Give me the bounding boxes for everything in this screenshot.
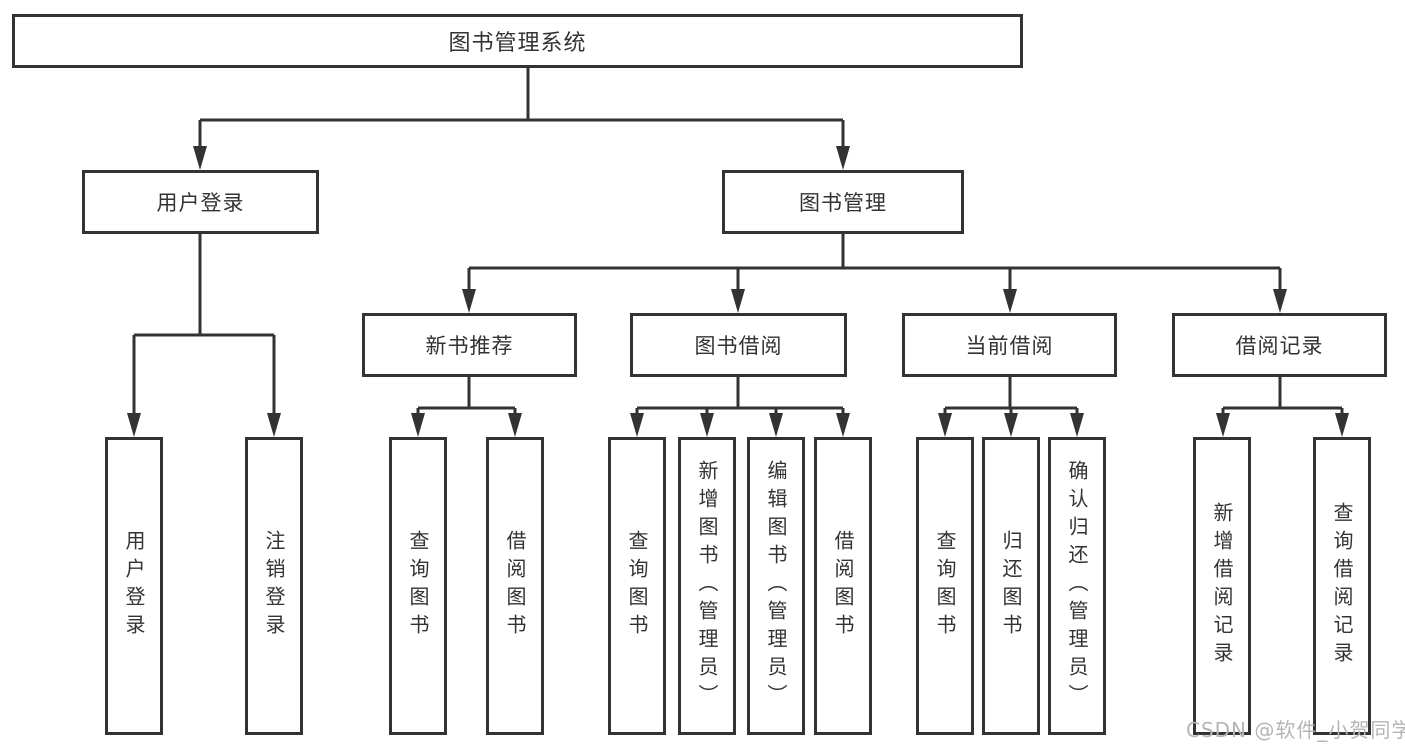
arrowhead-icon [411, 413, 425, 437]
arrowhead-icon [731, 289, 745, 313]
node-new-book-recommend: 新书推荐 [362, 313, 577, 377]
arrowhead-icon [836, 146, 850, 170]
node-label: 新增图书（管理员） [695, 460, 719, 712]
node-confirm-return-admin: 确认归还（管理员） [1048, 437, 1106, 735]
node-query-borrow-record: 查询借阅记录 [1313, 437, 1371, 735]
arrowhead-icon [1216, 413, 1230, 437]
arrowhead-icon [1004, 413, 1018, 437]
node-label: 查询图书 [625, 530, 649, 642]
node-label: 图书借阅 [694, 334, 783, 358]
arrowhead-icon [1273, 289, 1287, 313]
arrowhead-icon [193, 146, 207, 170]
node-label: 用户登录 [156, 191, 245, 215]
node-label: 新书推荐 [425, 334, 514, 358]
arrowhead-icon [938, 413, 952, 437]
node-add-books-admin: 新增图书（管理员） [678, 437, 736, 735]
node-label: 查询借阅记录 [1330, 502, 1354, 670]
node-borrow-books-leaf: 借阅图书 [814, 437, 872, 735]
arrowhead-icon [267, 413, 281, 437]
node-query-books-recommend: 查询图书 [389, 437, 447, 735]
node-label: 注销登录 [262, 530, 286, 642]
node-label: 查询图书 [406, 530, 430, 642]
node-label: 借阅图书 [831, 530, 855, 642]
node-label: 确认归还（管理员） [1065, 460, 1089, 712]
node-label: 编辑图书（管理员） [764, 460, 788, 712]
arrowhead-icons [127, 146, 1349, 437]
node-return-books: 归还图书 [982, 437, 1040, 735]
node-label: 图书管理系统 [448, 31, 587, 56]
arrowhead-icon [769, 413, 783, 437]
node-add-borrow-record: 新增借阅记录 [1193, 437, 1251, 735]
node-label: 归还图书 [999, 530, 1023, 642]
node-book-borrowing: 图书借阅 [630, 313, 847, 377]
node-label: 借阅记录 [1235, 334, 1324, 358]
node-book-management: 图书管理 [722, 170, 964, 234]
node-label: 用户登录 [122, 530, 146, 642]
node-library-system: 图书管理系统 [12, 14, 1023, 68]
arrowhead-icon [1070, 413, 1084, 437]
arrowhead-icon [508, 413, 522, 437]
node-label: 新增借阅记录 [1210, 502, 1234, 670]
arrowhead-icon [462, 289, 476, 313]
csdn-watermark: CSDN @软件_小贺同学 [1186, 718, 1405, 742]
arrowhead-icon [1335, 413, 1349, 437]
node-current-borrowing: 当前借阅 [902, 313, 1117, 377]
arrowhead-icon [127, 413, 141, 437]
node-borrowing-records: 借阅记录 [1172, 313, 1387, 377]
arrowhead-icon [700, 413, 714, 437]
node-label: 查询图书 [933, 530, 957, 642]
arrowhead-icon [1003, 289, 1017, 313]
node-label: 当前借阅 [965, 334, 1054, 358]
node-user-login: 用户登录 [82, 170, 319, 234]
node-user-login-leaf: 用户登录 [105, 437, 163, 735]
node-label: 借阅图书 [503, 530, 527, 642]
node-query-books-current: 查询图书 [916, 437, 974, 735]
node-logout: 注销登录 [245, 437, 303, 735]
node-edit-books-admin: 编辑图书（管理员） [747, 437, 805, 735]
node-borrow-books-recommend: 借阅图书 [486, 437, 544, 735]
node-query-books-borrowing: 查询图书 [608, 437, 666, 735]
tree-edges [132, 68, 1344, 417]
node-label: 图书管理 [799, 191, 887, 215]
arrowhead-icon [630, 413, 644, 437]
arrowhead-icon [836, 413, 850, 437]
